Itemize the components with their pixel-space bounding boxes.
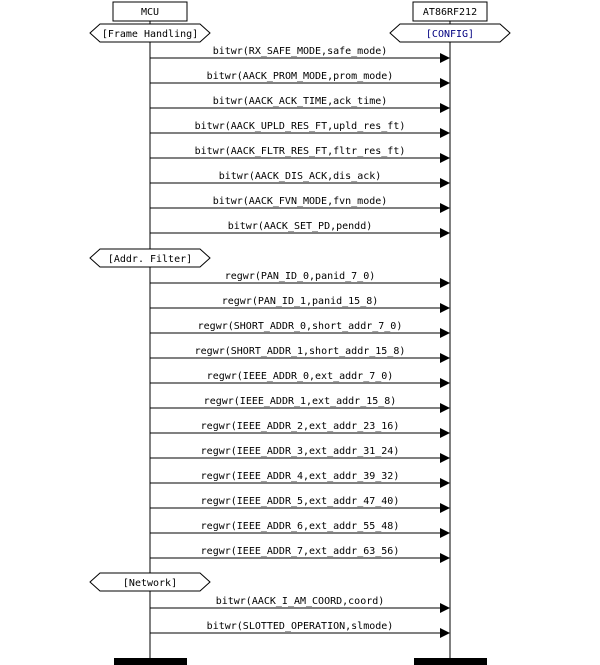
addr-filter-state-box: [Addr. Filter] [89, 248, 211, 268]
message-label: bitwr(AACK_FVN_MODE,fvn_mode) [213, 196, 388, 207]
message-label: bitwr(AACK_SET_PD,pendd) [228, 221, 373, 232]
radio-state-box: [CONFIG] [389, 23, 511, 43]
addr-filter-label: [Addr. Filter] [108, 254, 192, 265]
message: bitwr(AACK_ACK_TIME,ack_time) [150, 96, 450, 113]
message: bitwr(RX_SAFE_MODE,safe_mode) [150, 46, 450, 63]
message-label: bitwr(AACK_PROM_MODE,prom_mode) [207, 71, 394, 82]
message-label: bitwr(AACK_UPLD_RES_FT,upld_res_ft) [195, 121, 406, 132]
message: bitwr(AACK_FLTR_RES_FT,fltr_res_ft) [150, 146, 450, 163]
message-label: bitwr(AACK_I_AM_COORD,coord) [216, 596, 385, 607]
message: regwr(SHORT_ADDR_0,short_addr_7_0) [150, 321, 450, 338]
message-label: regwr(IEEE_ADDR_7,ext_addr_63_56) [201, 546, 400, 557]
message-label: regwr(IEEE_ADDR_6,ext_addr_55_48) [201, 521, 400, 532]
message-label: regwr(IEEE_ADDR_1,ext_addr_15_8) [204, 396, 397, 407]
message: regwr(IEEE_ADDR_3,ext_addr_31_24) [150, 446, 450, 463]
mcu-state-box: [Frame Handling] [89, 23, 211, 43]
message: regwr(IEEE_ADDR_6,ext_addr_55_48) [150, 521, 450, 538]
message: regwr(IEEE_ADDR_1,ext_addr_15_8) [150, 396, 450, 413]
network-state-box: [Network] [89, 572, 211, 592]
message-label: regwr(PAN_ID_1,panid_15_8) [222, 296, 379, 307]
message-label: regwr(SHORT_ADDR_1,short_addr_15_8) [195, 346, 406, 357]
message-label: regwr(SHORT_ADDR_0,short_addr_7_0) [198, 321, 403, 332]
message: regwr(IEEE_ADDR_4,ext_addr_39_32) [150, 471, 450, 488]
message: bitwr(AACK_FVN_MODE,fvn_mode) [150, 196, 450, 213]
message: regwr(IEEE_ADDR_5,ext_addr_47_40) [150, 496, 450, 513]
message-label: bitwr(RX_SAFE_MODE,safe_mode) [213, 46, 388, 57]
message: regwr(SHORT_ADDR_1,short_addr_15_8) [150, 346, 450, 363]
message-label: regwr(IEEE_ADDR_2,ext_addr_23_16) [201, 421, 400, 432]
message-label: bitwr(AACK_FLTR_RES_FT,fltr_res_ft) [195, 146, 406, 157]
message: bitwr(AACK_I_AM_COORD,coord) [150, 596, 450, 613]
message: regwr(IEEE_ADDR_2,ext_addr_23_16) [150, 421, 450, 438]
message: regwr(IEEE_ADDR_0,ext_addr_7_0) [150, 371, 450, 388]
message: bitwr(AACK_UPLD_RES_FT,upld_res_ft) [150, 121, 450, 138]
message: bitwr(AACK_DIS_ACK,dis_ack) [150, 171, 450, 188]
radio-state-label: [CONFIG] [426, 29, 474, 40]
message-label: regwr(IEEE_ADDR_5,ext_addr_47_40) [201, 496, 400, 507]
message-label: regwr(IEEE_ADDR_4,ext_addr_39_32) [201, 471, 400, 482]
network-label: [Network] [123, 578, 177, 589]
message: regwr(PAN_ID_0,panid_7_0) [150, 271, 450, 288]
message: bitwr(AACK_SET_PD,pendd) [150, 221, 450, 238]
mcu-lifeline-end [114, 658, 187, 665]
message-label: regwr(IEEE_ADDR_0,ext_addr_7_0) [207, 371, 394, 382]
mcu-entity-box: MCU [112, 1, 188, 22]
mcu-state-label: [Frame Handling] [102, 29, 198, 40]
message-label: bitwr(SLOTTED_OPERATION,slmode) [207, 621, 394, 632]
message-label: bitwr(AACK_DIS_ACK,dis_ack) [219, 171, 382, 182]
message: bitwr(AACK_PROM_MODE,prom_mode) [150, 71, 450, 88]
message: bitwr(SLOTTED_OPERATION,slmode) [150, 621, 450, 638]
mcu-entity-label: MCU [141, 7, 159, 18]
message-label: bitwr(AACK_ACK_TIME,ack_time) [213, 96, 388, 107]
radio-lifeline-end [414, 658, 487, 665]
message: regwr(IEEE_ADDR_7,ext_addr_63_56) [150, 546, 450, 563]
radio-entity-box: AT86RF212 [412, 1, 488, 22]
radio-entity-label: AT86RF212 [423, 7, 477, 18]
message-label: regwr(PAN_ID_0,panid_7_0) [225, 271, 376, 282]
message-label: regwr(IEEE_ADDR_3,ext_addr_31_24) [201, 446, 400, 457]
message: regwr(PAN_ID_1,panid_15_8) [150, 296, 450, 313]
